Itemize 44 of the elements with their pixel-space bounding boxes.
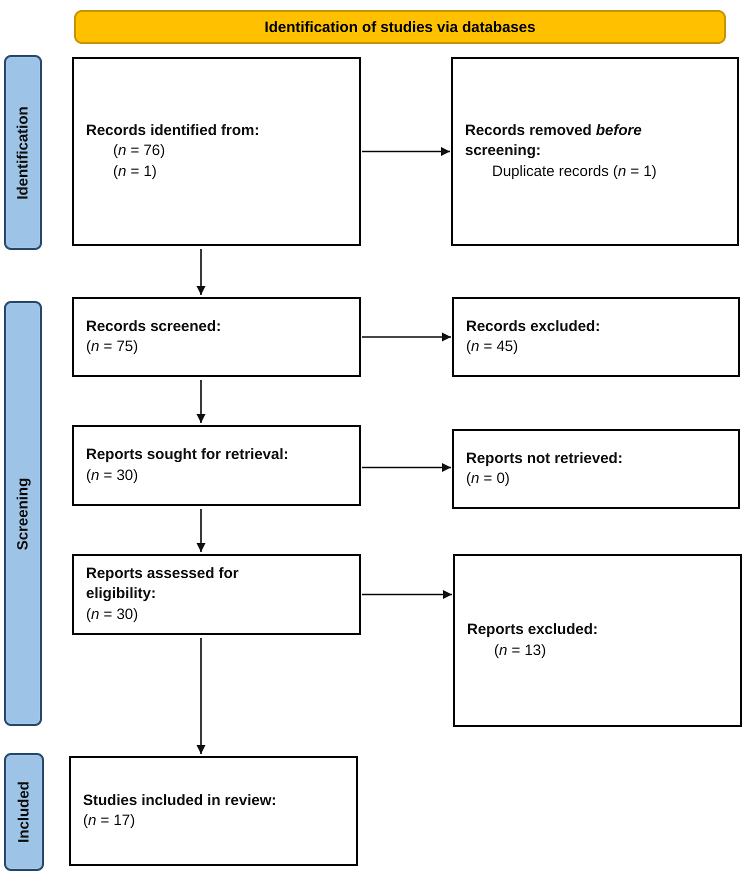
- process-box: [451, 57, 739, 246]
- box-heading: Records excluded:: [466, 316, 602, 337]
- process-box: [72, 297, 361, 377]
- count-text: (n = 30): [86, 466, 140, 486]
- phase-band: [4, 55, 42, 250]
- box-heading: Reports excluded:: [467, 620, 599, 640]
- process-box: [72, 57, 361, 246]
- box-heading: Records screened:: [86, 316, 222, 337]
- arrow: [196, 380, 206, 423]
- box-heading: Studies included in review:: [83, 790, 278, 811]
- arrow: [362, 463, 451, 472]
- phase-band: [4, 301, 42, 726]
- arrow: [196, 638, 206, 754]
- box-heading: Records removed before screening:: [465, 121, 643, 162]
- count-text: (n = 75): [86, 337, 140, 357]
- section-header: [74, 10, 726, 44]
- process-box: [72, 425, 361, 506]
- arrow: [362, 590, 452, 599]
- count-text: (n = 1): [112, 162, 158, 182]
- process-box: [72, 554, 361, 635]
- count-text: (n = 17): [83, 811, 136, 831]
- count-text: (n = 0): [466, 469, 511, 489]
- box-heading: Reports assessed for eligibility:: [86, 564, 240, 604]
- phase-label: Identification: [14, 106, 32, 200]
- count-text: (n = 76): [112, 141, 166, 162]
- phase-label: Included: [16, 781, 32, 843]
- arrow: [196, 509, 206, 552]
- box-heading: Records identified from:: [86, 121, 260, 142]
- arrow: [196, 249, 206, 295]
- count-text: (n = 45): [466, 337, 520, 357]
- count-text: Duplicate records (n = 1): [491, 162, 658, 182]
- phase-label: Screening: [14, 477, 32, 550]
- header-title: Identification of studies via databases: [264, 18, 536, 36]
- box-heading: Reports not retrieved:: [466, 448, 624, 469]
- arrow: [362, 147, 450, 156]
- count-text: (n = 30): [86, 604, 140, 625]
- process-box: [452, 429, 740, 509]
- arrow: [362, 332, 451, 342]
- process-box: [452, 297, 740, 377]
- process-box: [453, 554, 742, 727]
- process-box: [69, 756, 358, 866]
- count-text: (n = 13): [493, 640, 548, 660]
- phase-band: [4, 753, 44, 871]
- box-heading: Reports sought for retrieval:: [86, 445, 290, 466]
